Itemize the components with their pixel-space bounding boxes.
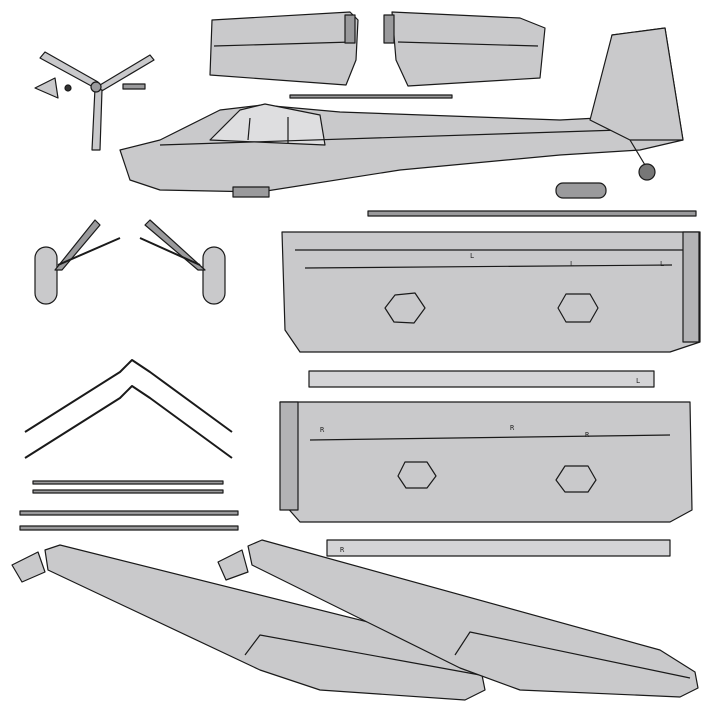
- canopy: [209, 103, 326, 146]
- stabilizer-left-hinge: [344, 14, 356, 44]
- main-gear-right: [139, 219, 226, 305]
- float-right-step: [454, 631, 691, 679]
- wing-right-rib-1: R: [320, 426, 325, 434]
- wing-panel-right: [279, 401, 693, 523]
- float-left: [44, 544, 486, 701]
- prop-screw: [122, 83, 146, 90]
- float-left-step: [244, 634, 481, 676]
- spinner: [34, 77, 59, 99]
- float-right-bracket: [217, 549, 249, 581]
- wing-left-rib-2: L: [570, 260, 574, 268]
- rod-1: [32, 480, 224, 485]
- stabilizer-right: [391, 11, 546, 87]
- float-left-bracket: [11, 551, 46, 583]
- propeller: [39, 51, 155, 151]
- wire-strut-upper: [24, 359, 233, 433]
- wing-right-servo-cover-2: [555, 465, 597, 493]
- tail-wheel: [638, 163, 656, 181]
- rod-4: [19, 525, 239, 531]
- rod-2: [32, 489, 224, 494]
- wing-left-rib-1: L: [470, 252, 474, 260]
- wing-right-tag: R: [340, 546, 345, 554]
- wing-left-servo-cover-1: [384, 292, 426, 324]
- wing-bolt-plate: [232, 186, 270, 198]
- aileron-strip-left: [308, 370, 655, 388]
- rod-3: [19, 510, 239, 516]
- wing-right-rib-2: R: [510, 424, 515, 432]
- wing-left-tag: L: [636, 377, 640, 385]
- wing-panel-left: [281, 231, 701, 353]
- wing-left-servo-cover-2: [557, 293, 599, 323]
- spinner-nut: [64, 84, 72, 92]
- wing-joiner-rod: [367, 210, 697, 217]
- aileron-strip-right: [326, 539, 671, 557]
- battery-hatch: [555, 182, 607, 199]
- main-gear-left: [34, 219, 121, 305]
- wire-strut-lower: [24, 385, 233, 459]
- float-right: [247, 539, 699, 698]
- tail-fin: [589, 27, 684, 141]
- wing-left-rib-3: L: [660, 260, 664, 268]
- wing-right-rib-3: R: [585, 431, 590, 439]
- stabilizer-right-hinge: [383, 14, 395, 44]
- tail-pushrod: [289, 94, 453, 99]
- stabilizer-left: [209, 11, 359, 86]
- wing-right-servo-cover-1: [397, 461, 437, 489]
